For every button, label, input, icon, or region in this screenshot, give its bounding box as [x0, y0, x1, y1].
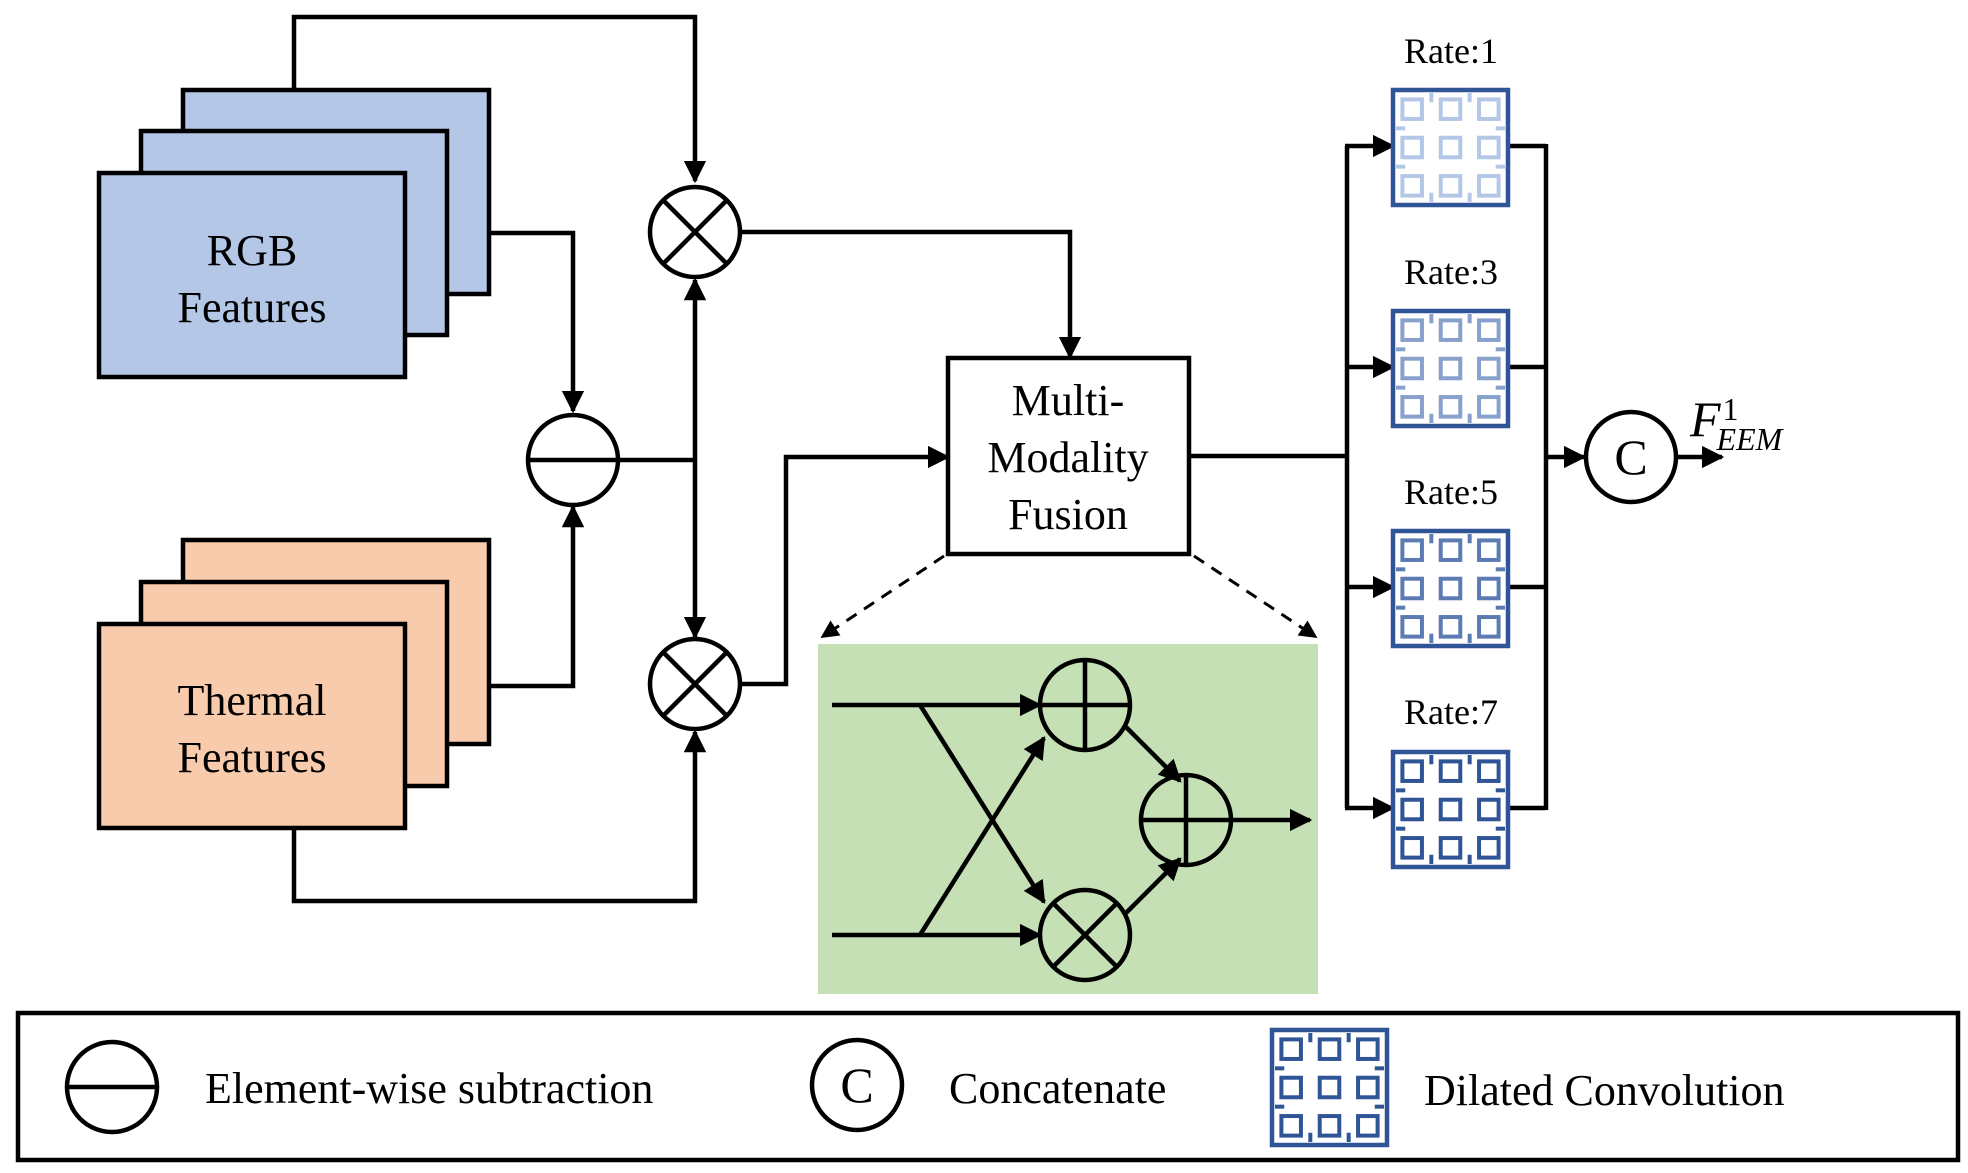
legend-concat-symbol: C — [840, 1057, 873, 1113]
dilated-conv-icon — [1269, 1027, 1390, 1148]
output-label-sub: EEM — [1716, 421, 1785, 457]
multiply-operator-top — [647, 184, 743, 280]
legend-dilated-item: Dilated Convolution — [1269, 1027, 1785, 1148]
rate-3-label: Rate:3 — [1404, 252, 1498, 292]
thermal-features-label-line1: Thermal — [177, 676, 326, 725]
dilated-conv-rate-7 — [1390, 749, 1511, 870]
legend-subtract-label: Element-wise subtraction — [205, 1064, 653, 1113]
multiply-top-to-fusion-wire — [742, 229, 1082, 360]
rate-1-label: Rate:1 — [1404, 31, 1498, 71]
detail-cross-up-wire — [918, 736, 1046, 937]
legend-subtract-item: Element-wise subtraction — [64, 1039, 653, 1135]
legend-concat-item: C Concatenate — [809, 1037, 1166, 1133]
dilated-conv-rate-1 — [1390, 87, 1511, 208]
multiply-bottom-to-fusion-wire — [742, 445, 951, 687]
detail-add-operator-top — [1037, 657, 1133, 753]
rgb-features-label-line1: RGB — [207, 226, 297, 275]
detail-mul-to-sum-wire — [1124, 857, 1182, 915]
fusion-label-line1: Multi- — [1012, 376, 1124, 425]
legend-frame — [15, 1010, 1961, 1163]
legend: Element-wise subtraction C Concatenate D… — [15, 1010, 1961, 1163]
subtract-operator — [525, 412, 621, 508]
circle-times-icon — [1037, 887, 1133, 983]
left-connections — [291, 14, 1082, 904]
detail-add-operator-final — [1138, 772, 1234, 868]
thermal-to-multiply-bottom-wire — [291, 729, 707, 904]
dilated-branches: Rate:1 Rate:3 Rate:5 Rate:7 — [1189, 31, 1587, 870]
rgb-to-multiply-top-wire — [291, 14, 707, 184]
rgb-features-stack: RGB Features — [96, 87, 492, 380]
concat-symbol: C — [1614, 429, 1647, 485]
detail-add-to-sum-wire — [1124, 725, 1182, 783]
rgb-feature-layer-1 — [96, 170, 408, 380]
rgb-features-label-line2: Features — [177, 283, 326, 332]
rate-7-label: Rate:7 — [1404, 692, 1498, 732]
detail-multiply-operator — [1037, 887, 1133, 983]
multiply-operator-bottom — [647, 636, 743, 732]
rate-5-label: Rate:5 — [1404, 472, 1498, 512]
concat-operator: C — [1583, 409, 1679, 505]
legend-dilated-label: Dilated Convolution — [1424, 1066, 1785, 1115]
output-label-base: F — [1689, 391, 1721, 447]
dilated-conv-rate-3 — [1390, 308, 1511, 429]
rgb-to-subtract-wire — [489, 230, 585, 414]
fusion-label-line2: Modality — [987, 433, 1148, 482]
zoom-line-left — [820, 554, 945, 639]
thermal-features-label-line2: Features — [177, 733, 326, 782]
thermal-features-stack: Thermal Features — [96, 537, 492, 831]
legend-concat-label: Concatenate — [949, 1064, 1166, 1113]
fusion-label-line3: Fusion — [1008, 490, 1128, 539]
multi-modality-fusion-block: Multi- Modality Fusion — [945, 355, 1192, 557]
fusion-detail-panel — [818, 644, 1318, 994]
detail-cross-down-wire — [918, 703, 1046, 904]
fusion-box — [945, 355, 1192, 557]
dilated-conv-rate-5 — [1390, 528, 1511, 649]
thermal-feature-layer-1 — [96, 621, 408, 831]
circle-c-icon — [809, 1037, 905, 1133]
zoom-line-right — [1193, 554, 1318, 639]
thermal-to-subtract-wire — [489, 504, 585, 689]
output-label-sup: 1 — [1723, 391, 1739, 427]
